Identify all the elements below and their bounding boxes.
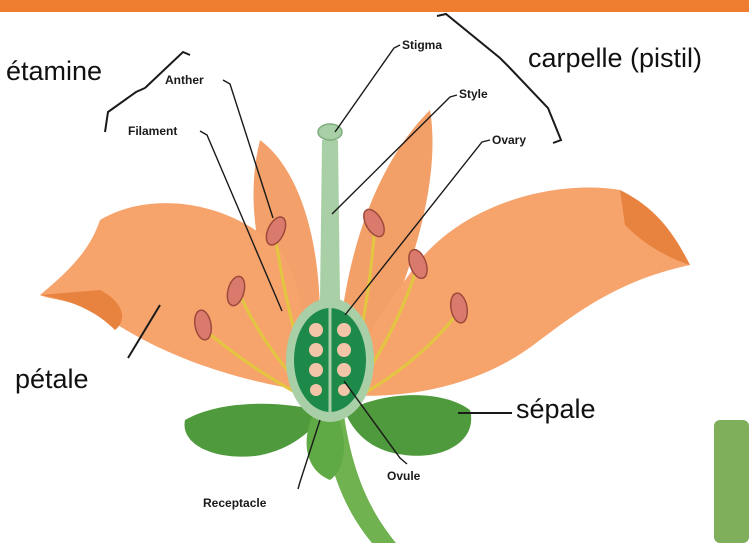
style <box>320 140 340 300</box>
label-petale: pétale <box>15 364 89 394</box>
etamine-bracket <box>105 52 190 132</box>
label-stigma: Stigma <box>402 38 442 52</box>
leaf-left <box>185 404 325 457</box>
label-style: Style <box>459 87 488 101</box>
label-filament: Filament <box>128 124 177 138</box>
label-ovule: Ovule <box>387 469 421 483</box>
label-ovary: Ovary <box>492 133 526 147</box>
stigma-leader <box>335 45 400 132</box>
leaf-right <box>345 395 471 456</box>
label-anther: Anther <box>165 73 204 87</box>
carpelle-bracket <box>437 14 561 143</box>
label-carpelle: carpelle (pistil) <box>528 43 702 73</box>
partial-image-edge <box>714 420 749 543</box>
label-receptacle: Receptacle <box>203 496 267 510</box>
label-etamine: étamine <box>6 56 102 86</box>
label-sepale: sépale <box>516 394 596 424</box>
